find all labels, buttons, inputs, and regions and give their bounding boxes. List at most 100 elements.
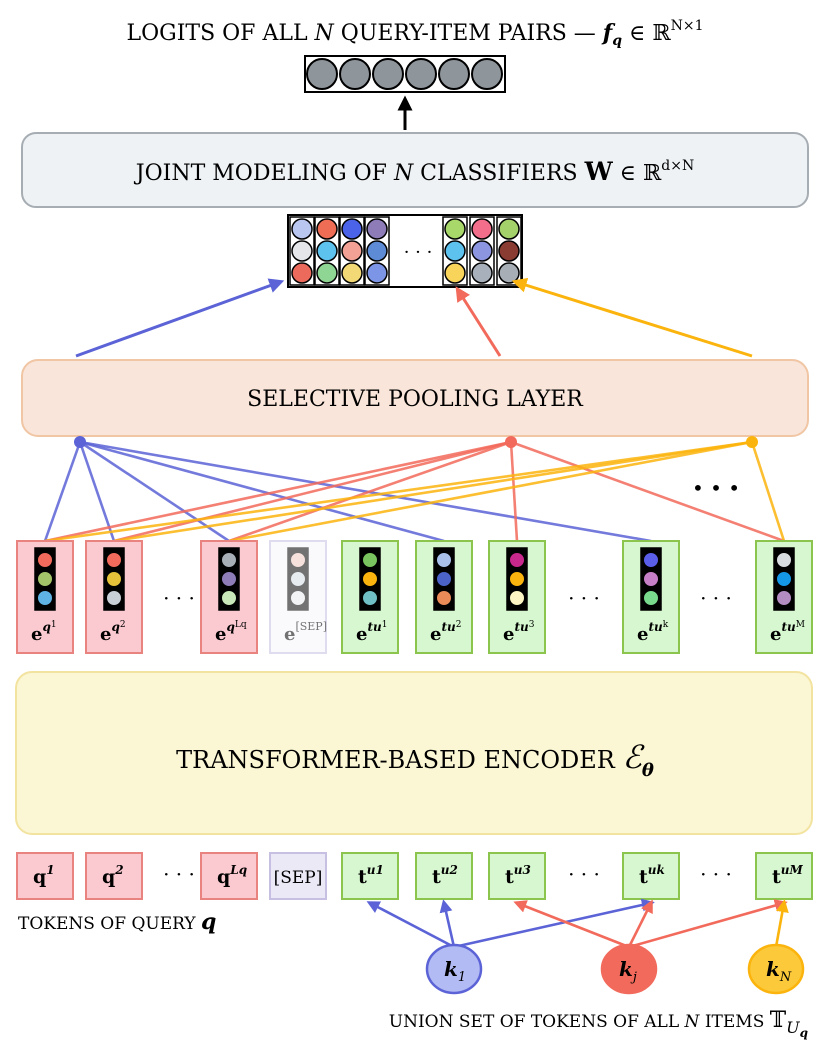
pool-connection-blue	[78, 441, 116, 542]
pool-connection-red	[44, 440, 512, 543]
embedding-dim	[436, 552, 452, 568]
logit-circle	[372, 58, 404, 90]
embedding-dim	[106, 552, 122, 568]
pool-connection-blue	[79, 440, 230, 543]
embedding-dim	[436, 571, 452, 587]
key-label: kN	[766, 957, 792, 985]
key-arrow-blue	[366, 901, 455, 949]
embedding-dim	[290, 552, 306, 568]
embedding-2: eq2	[85, 540, 143, 654]
pool-connection-blue	[43, 441, 82, 542]
embedding-dim	[290, 571, 306, 587]
pool-connection-orange	[44, 440, 753, 543]
selective-pooling-layer: SELECTIVE POOLING LAYER	[21, 359, 809, 437]
key-arrow-orange	[774, 899, 789, 948]
token-label: tuM	[772, 863, 804, 888]
token-8: tuk	[622, 852, 680, 900]
logit-circle	[405, 58, 437, 90]
matrix-cell	[498, 262, 520, 284]
matrix-cell	[444, 240, 466, 262]
pool-connection-red	[509, 441, 519, 542]
matrix-column	[469, 216, 495, 286]
embedding-row: eq1 eq2 eqLq e[SEP] etu1 etu2 etu3 etuk etuM	[16, 540, 813, 654]
matrix-column	[496, 216, 522, 286]
embedding-label: etuk	[637, 620, 669, 645]
key-arrows	[366, 898, 789, 949]
matrix-cell	[498, 218, 520, 240]
token-ellipsis-1: · · ·	[163, 862, 195, 886]
matrix-cell	[341, 218, 363, 240]
token-label: tu2	[432, 863, 458, 888]
embedding-dim	[643, 571, 659, 587]
joint-modeling-label: JOINT MODELING OF N CLASSIFIERS W ∈ ℝd×N	[134, 157, 694, 186]
key-arrow-blue	[439, 899, 456, 948]
matrix-column	[364, 216, 390, 286]
matrix-cell	[444, 262, 466, 284]
token-label: q2	[102, 863, 124, 888]
embedding-dim	[509, 590, 525, 606]
pool-connection-orange	[228, 440, 753, 543]
embedding-dim	[509, 571, 525, 587]
embedding-label: etu1	[356, 620, 387, 645]
embedding-dim	[362, 590, 378, 606]
token-ellipsis-3: · · ·	[700, 862, 732, 886]
embedding-label: eq1	[31, 620, 57, 645]
pool-connection-red	[228, 440, 512, 543]
logit-circle	[339, 58, 371, 90]
token-1: q1	[16, 852, 74, 900]
token-9: tuM	[755, 852, 813, 900]
embedding-dim	[362, 571, 378, 587]
pool-connection-orange	[113, 440, 753, 543]
transformer-encoder: TRANSFORMER-BASED ENCODER ℰθ	[15, 671, 813, 835]
pooling-connections	[43, 440, 786, 543]
embedding-4: e[SEP]	[269, 540, 327, 654]
logit-circle	[438, 58, 470, 90]
embedding-dim	[290, 590, 306, 606]
matrix-cell	[471, 218, 493, 240]
embedding-dim	[643, 590, 659, 606]
embedding-label: etu3	[503, 620, 535, 645]
token-7: tu3	[488, 852, 546, 900]
embedding-dim	[776, 590, 792, 606]
embedding-dim	[436, 590, 452, 606]
embedding-label: eq2	[100, 620, 126, 645]
logits-title: LOGITS OF ALL N QUERY-ITEM PAIRS — fq ∈ …	[127, 18, 704, 49]
embedding-1: eq1	[16, 540, 74, 654]
embedding-label: etu2	[430, 620, 461, 645]
matrix-cell	[291, 240, 313, 262]
pool-connection-blue	[79, 440, 445, 543]
pool-connection-blue	[79, 440, 652, 543]
token-5: tu1	[341, 852, 399, 900]
pool-to-matrix-arrow-blue	[75, 278, 285, 358]
key-arrow-blue	[453, 898, 655, 949]
pool-to-matrix-arrow-red	[455, 286, 502, 357]
matrix-cell	[341, 262, 363, 284]
matrix-column	[289, 216, 315, 286]
token-ellipsis-2: · · ·	[568, 862, 600, 886]
key-node-3: kN	[747, 943, 805, 995]
embedding-dim	[221, 552, 237, 568]
union-set-label: UNION SET OF TOKENS OF ALL N ITEMS 𝕋Uq	[389, 1008, 808, 1040]
pool-node-red	[505, 436, 517, 448]
embedding-label: etuM	[770, 620, 805, 645]
encoder-label: TRANSFORMER-BASED ENCODER ℰθ	[176, 738, 654, 781]
key-label: k1	[444, 957, 466, 985]
token-4: [SEP]	[269, 852, 327, 900]
embedding-dim	[776, 552, 792, 568]
embedding-dim	[221, 590, 237, 606]
embedding-dim	[362, 552, 378, 568]
matrix-cell	[366, 240, 388, 262]
matrix-cell	[471, 240, 493, 262]
pooling-label: SELECTIVE POOLING LAYER	[247, 387, 584, 412]
token-label: tuk	[639, 863, 665, 888]
token-label: q1	[33, 863, 55, 888]
matrix-column	[339, 216, 365, 286]
matrix-cell	[316, 240, 338, 262]
token-label: tu3	[505, 863, 531, 888]
embedding-label: eqLq	[215, 620, 247, 645]
joint-modeling-box: JOINT MODELING OF N CLASSIFIERS W ∈ ℝd×N	[21, 132, 809, 208]
key-arrow-red	[513, 900, 630, 949]
matrix-ellipsis: · · ·	[404, 242, 433, 263]
matrix-cell	[316, 218, 338, 240]
